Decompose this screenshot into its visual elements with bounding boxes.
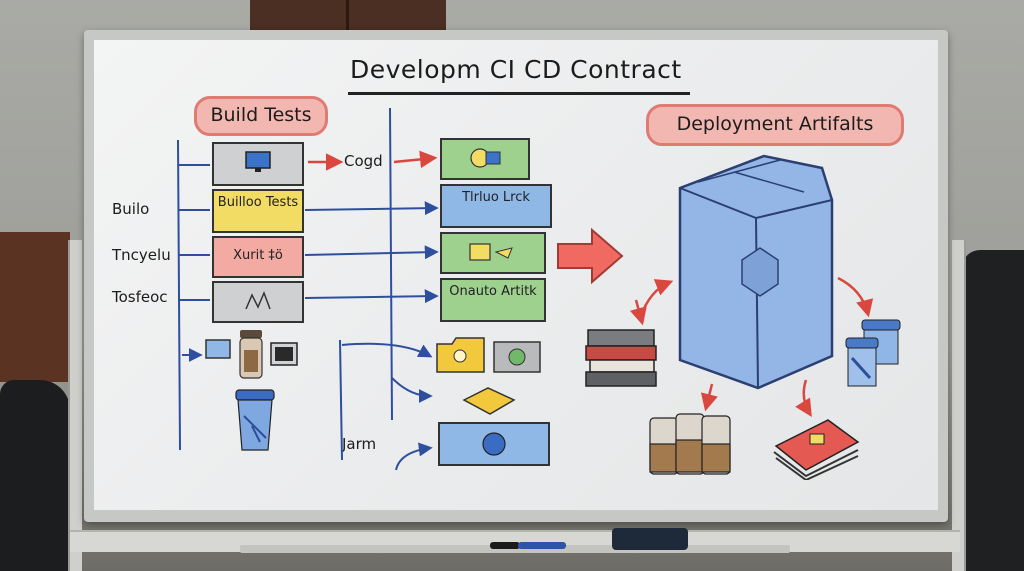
office-chair-right: [962, 250, 1024, 571]
office-chair-left: [0, 380, 70, 571]
board-title: Developm CI CD Contract: [350, 55, 682, 84]
right-box-2: Tlrluo Lrck: [440, 184, 552, 228]
marker-tray: [240, 545, 790, 553]
jars-icon: [649, 413, 731, 475]
folder-icon: [436, 337, 485, 373]
right-heading: Deployment Artifalts: [676, 113, 874, 135]
left-box-3-text: Xurit ‡ö: [233, 248, 283, 263]
middle-label: Cogd: [344, 152, 383, 170]
stand-leg-right: [952, 240, 966, 571]
wall-cabinet: [250, 0, 446, 32]
chart-icon: [469, 243, 513, 261]
book-stack-icon: [585, 329, 657, 387]
right-box-4: Onauto Artitk: [440, 278, 546, 322]
left-heading: Build Tests: [210, 104, 312, 126]
case-icon: [493, 341, 541, 373]
bin-icon: [235, 389, 275, 451]
container-icon: [678, 154, 834, 390]
monitor-icon: [245, 151, 271, 172]
globe-icon: [482, 432, 506, 456]
bottom-label: Jarm: [342, 435, 377, 453]
right-box-3: [440, 232, 546, 274]
marker-blue[interactable]: [518, 542, 566, 549]
left-box-4: [212, 281, 304, 323]
big-arrow-icon: [557, 227, 624, 285]
eraser[interactable]: [612, 528, 688, 550]
tablet-icon: [270, 342, 298, 366]
row-label-3: Tosfeoc: [112, 288, 168, 306]
right-box-5: [438, 422, 550, 466]
marker-black[interactable]: [490, 542, 520, 549]
jar-icon: [239, 330, 263, 379]
right-box-1: [440, 138, 530, 180]
right-box-4-text: Onauto Artitk: [449, 284, 537, 299]
left-box-3: Xurit ‡ö: [212, 236, 304, 278]
wooden-shelf: [0, 232, 70, 382]
row-label-2: Tncyelu: [112, 246, 171, 264]
right-heading-badge: Deployment Artifalts: [646, 104, 904, 146]
left-heading-badge: Build Tests: [194, 96, 328, 136]
title-underline: [348, 92, 690, 95]
map-icon: [470, 148, 501, 168]
row-label-1: Builo: [112, 200, 150, 218]
server-icon: [245, 290, 271, 310]
right-box-2-text: Tlrluo Lrck: [462, 190, 530, 205]
left-box-1: [212, 142, 304, 186]
cup-icon: [845, 319, 901, 387]
ticket-icon: [462, 387, 516, 415]
papers-icon: [773, 419, 860, 480]
stand-leg-left: [68, 240, 82, 571]
left-box-2-text: Builloo Tests: [217, 195, 299, 210]
left-box-2: Builloo Tests: [212, 189, 304, 233]
screen-small-icon: [205, 339, 231, 359]
